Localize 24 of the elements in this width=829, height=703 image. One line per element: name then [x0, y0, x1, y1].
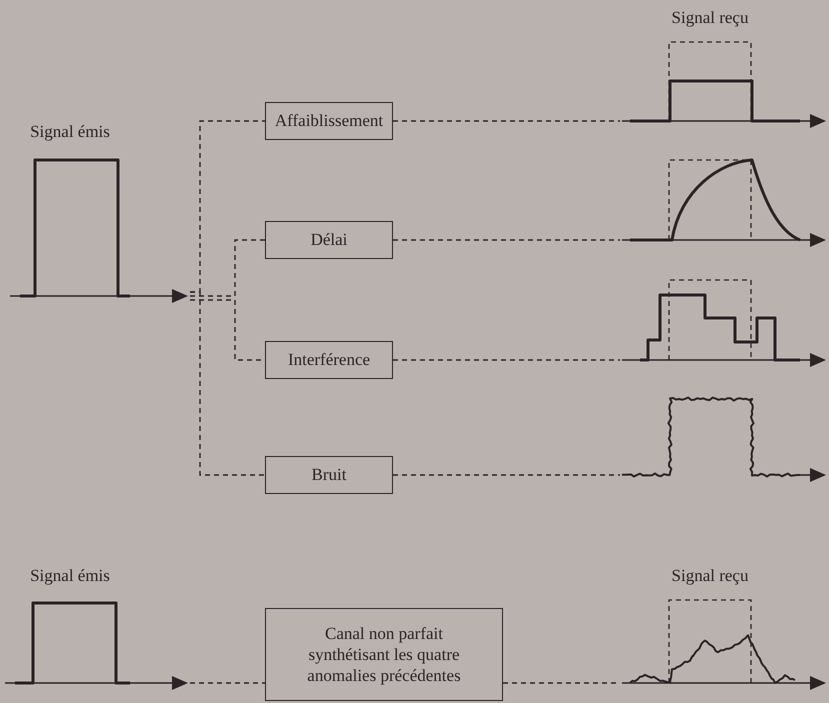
- process-box: [265, 341, 393, 379]
- process-box: [265, 102, 393, 140]
- connector: [393, 120, 620, 122]
- process-box: [265, 221, 393, 259]
- signal-plot-drawing: [620, 40, 828, 128]
- plot-title: Signal reçu: [670, 8, 750, 28]
- connector: [393, 359, 620, 361]
- signal-plot-drawing: [620, 394, 828, 482]
- plot-title: Signal émis: [29, 566, 111, 586]
- signal-plot-drawing: [620, 158, 828, 248]
- connector: [393, 239, 620, 241]
- connector: [190, 239, 265, 297]
- process-box: [265, 456, 393, 494]
- process-box: [265, 608, 503, 701]
- connector: [190, 682, 265, 684]
- plot-title: Signal reçu: [670, 566, 750, 586]
- box-label: Interférence: [288, 349, 370, 371]
- plot-title: Signal émis: [29, 122, 111, 142]
- connector: [190, 291, 265, 476]
- box-label: Affaiblissement: [274, 110, 384, 132]
- box-label: Canal non parfait synthétisant les quatre anomalies précédentes: [306, 622, 462, 686]
- box-label: Bruit: [312, 464, 346, 486]
- connector: [393, 474, 620, 476]
- box-label: Délai: [310, 229, 348, 251]
